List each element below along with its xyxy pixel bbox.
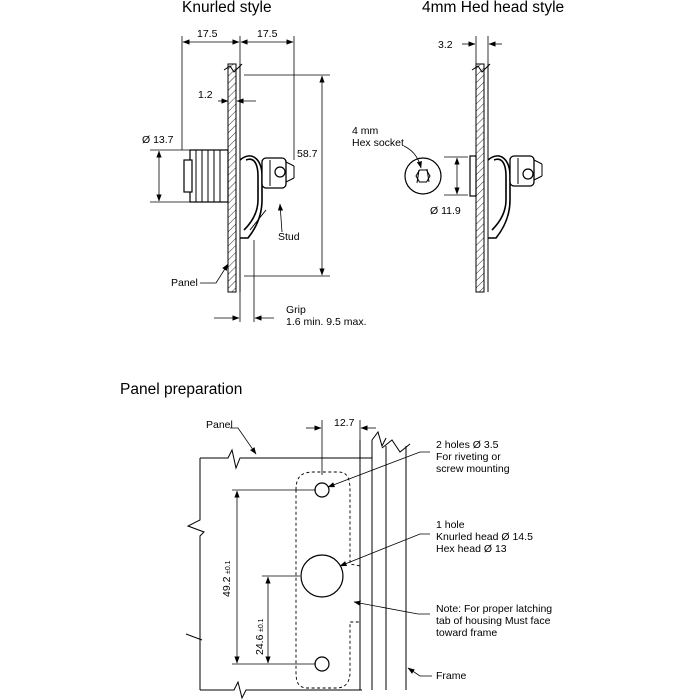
dim-knurled-height: 58.7: [297, 148, 318, 160]
panel-left-edge: [186, 458, 205, 690]
label-grip: Grip: [286, 304, 306, 316]
housing-outline: [295, 471, 361, 689]
knurled-panel-section: [227, 63, 237, 293]
hex-socket-icon: [415, 169, 431, 183]
note-holes-line3: screw mounting: [436, 463, 510, 475]
main-hole: [300, 554, 344, 598]
title-panel-preparation: Panel preparation: [120, 381, 242, 398]
dim-knurled-diameter: Ø 13.7: [142, 134, 174, 146]
title-hex-head-style: 4mm Hed head style: [422, 0, 564, 16]
note-latching-line2: tab of housing Must face: [436, 615, 551, 627]
knurled-style-drawing: 17.5 17.5 1.2 Ø 13.7 58.7 Stud Panel Gri…: [142, 28, 367, 328]
hex-head-style-drawing: 4 mm Hex socket Ø 11.9 3.2: [352, 36, 543, 293]
panel-bottom-edge: [200, 680, 362, 700]
label-prep-panel: Panel: [206, 419, 233, 431]
dim-panel-49-2-tolerance: ±0.1: [225, 560, 232, 574]
dim-panel-49-2: 49.2: [221, 576, 233, 597]
knurl-lines: [195, 150, 221, 202]
dim-knurled-17-5-right: 17.5: [257, 28, 278, 40]
panel-top-edge: [200, 448, 372, 470]
rivet-hole-top: [314, 482, 330, 498]
stud-body: [261, 157, 287, 189]
note-hole-line3: Hex head Ø 13: [436, 543, 507, 555]
label-frame: Frame: [436, 670, 466, 682]
dim-panel-24-6-tolerance: ±0.1: [258, 618, 265, 632]
label-grip-range: 1.6 min. 9.5 max.: [286, 316, 367, 328]
label-hex-socket: Hex socket: [352, 137, 404, 149]
title-knurled-style: Knurled style: [182, 0, 272, 16]
dim-panel-12-7: 12.7: [334, 417, 355, 429]
hex-panel-section: [475, 63, 485, 293]
note-hole-line1: 1 hole: [436, 519, 465, 531]
dim-hex-diameter: Ø 11.9: [430, 205, 461, 217]
panel-preparation-drawing: 12.7 49.2 ±0.1 24.6 ±0.1 Panel 2 holes Ø…: [185, 417, 552, 700]
note-holes-line1: 2 holes Ø 3.5: [436, 439, 499, 451]
note-hole-line2: Knurled head Ø 14.5: [436, 531, 533, 543]
note-holes-line2: For riveting or: [436, 451, 501, 463]
note-latching-line3: toward frame: [436, 627, 497, 639]
rivet-hole-bottom: [314, 656, 330, 672]
label-stud: Stud: [278, 231, 300, 243]
label-hex-socket-size: 4 mm: [352, 125, 379, 137]
dim-panel-24-6: 24.6: [254, 634, 266, 655]
label-knurled-panel: Panel: [171, 277, 198, 289]
note-latching-line1: Note: For proper latching: [436, 603, 552, 615]
stud-spring: [239, 155, 263, 239]
dim-knurled-1-2: 1.2: [198, 89, 213, 101]
dim-hex-3-2: 3.2: [438, 39, 453, 51]
dim-knurled-17-5-left: 17.5: [197, 28, 218, 40]
